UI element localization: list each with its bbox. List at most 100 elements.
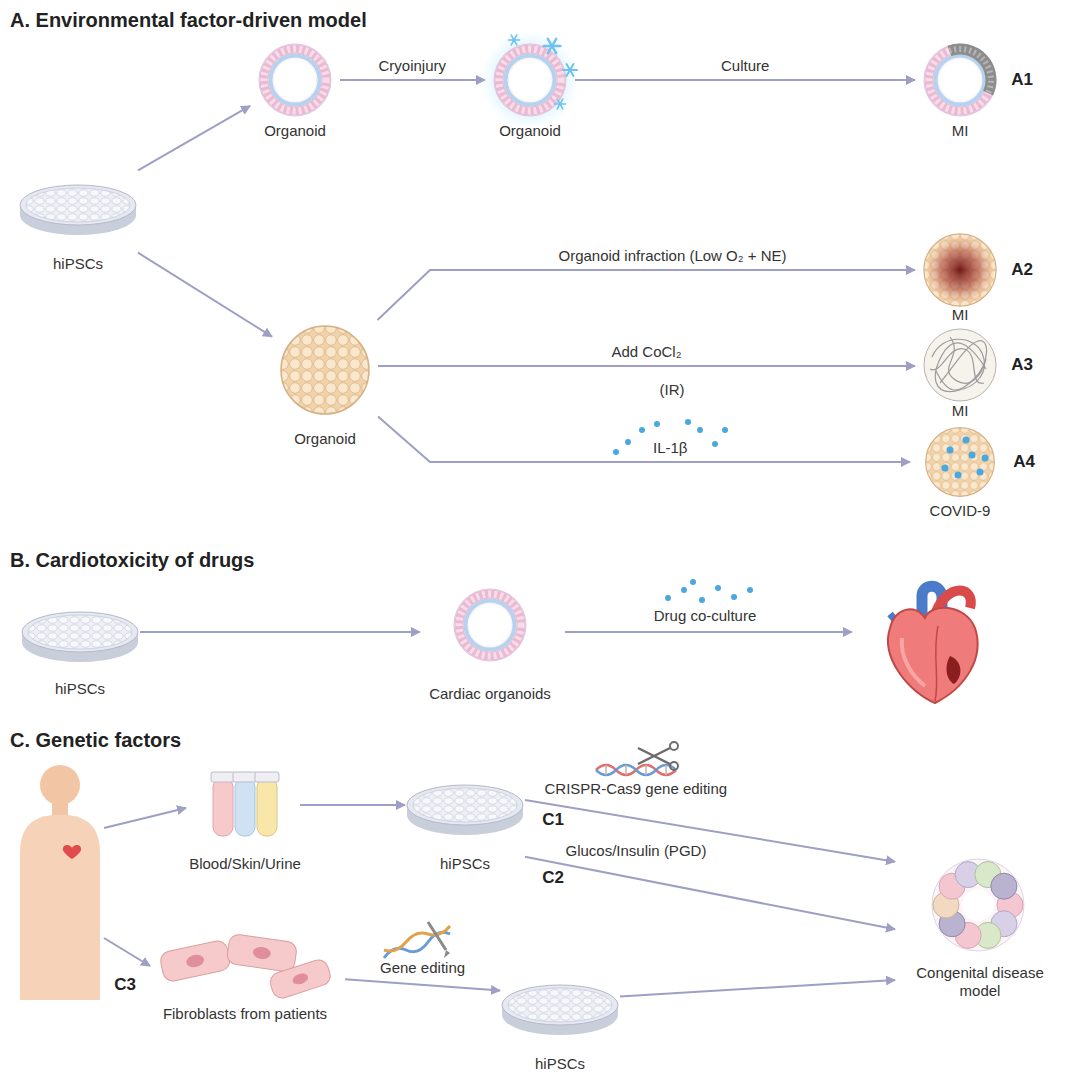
node-label: Blood/Skin/Urine <box>189 855 301 873</box>
cytokine-dots <box>712 441 718 447</box>
cytokine-dots <box>665 595 671 601</box>
crispr-icon <box>670 742 678 750</box>
person-illustration <box>104 938 150 966</box>
ipsc-dish: hiPSCs <box>405 765 525 875</box>
flow-arrow <box>575 79 915 81</box>
organoid-illustration <box>949 337 986 383</box>
cryo-organoid: Organoid <box>485 42 575 142</box>
sample-tubes <box>233 772 257 782</box>
node-label: Congenital disease model <box>895 964 1065 1000</box>
spheroid-organoid: Organoid <box>272 320 378 450</box>
sample-tubes <box>255 772 279 782</box>
node-label: Organoid <box>294 430 356 448</box>
heart-illustration <box>888 608 978 703</box>
organoid-illustration <box>554 99 565 109</box>
gene-editing-icon <box>444 950 450 958</box>
organoid-illustration <box>563 64 577 76</box>
fibroblast-cells <box>268 957 333 1000</box>
edge-label: Organoid infraction (Low O₂ + NE) <box>559 247 787 265</box>
sample-tubes <box>235 778 255 836</box>
node-label: hiPSCs <box>440 855 490 873</box>
cytokine-dots <box>697 427 703 433</box>
cytokine-dots <box>613 419 753 603</box>
sample-tubes: Blood/Skin/Urine <box>190 765 300 875</box>
cytokine-dots <box>625 439 631 445</box>
ipsc-dish: hiPSCs <box>18 150 138 275</box>
ir-organoid: MI <box>915 328 1005 422</box>
cardiac-organoid: Cardiac organoids <box>420 580 560 705</box>
node-label: MI <box>952 306 969 324</box>
flow-arrow <box>620 980 895 996</box>
heart-illustration <box>947 656 961 684</box>
section-heading: C. Genetic factors <box>10 728 181 752</box>
drug-arrow <box>565 632 852 633</box>
gene-editing-icon <box>384 932 450 958</box>
organoid-illustration <box>494 44 566 116</box>
gene-editing-icon <box>428 922 446 950</box>
disease-organoid: Congenital disease model <box>895 852 1065 1002</box>
organoid-illustration <box>977 469 984 476</box>
organoid-illustration <box>281 326 369 414</box>
dish-illustration <box>20 185 618 1035</box>
edge-label: CRISPR-Cas9 gene editing <box>545 780 728 798</box>
flow-arrow <box>378 365 915 367</box>
fibroblast-cells <box>268 957 333 1000</box>
node-label: Organoid <box>264 122 326 140</box>
fibroblast-cells: Fibroblasts from patients <box>145 930 345 1025</box>
organoid-illustration <box>969 452 976 459</box>
ring-organoid: Organoid <box>250 42 340 142</box>
cytokine-dots <box>747 587 753 593</box>
organoid-illustration <box>982 455 989 462</box>
person-illustration <box>20 815 100 1000</box>
section-heading: A. Environmental factor-driven model <box>10 8 367 32</box>
flow-arrow <box>525 800 895 862</box>
flow-arrow <box>378 416 910 462</box>
organoid-illustration <box>926 236 994 304</box>
drug-arrow <box>565 631 852 633</box>
sample-tubes <box>211 772 235 782</box>
flow-arrow <box>138 106 250 170</box>
node-label: Fibroblasts from patients <box>163 1005 327 1023</box>
crispr-icon <box>638 748 670 764</box>
cytokine-dots <box>654 421 660 427</box>
cytokine-dots <box>731 594 737 600</box>
organoid-illustration <box>949 49 991 93</box>
cytokine-dots <box>715 585 721 591</box>
organoid-illustration <box>949 49 991 93</box>
dish-illustration <box>22 612 138 662</box>
callout-number: A1 <box>1011 70 1033 90</box>
dish-illustration <box>20 185 136 235</box>
person-illustration <box>63 845 81 859</box>
callout-number: A3 <box>1011 355 1033 375</box>
callout-number: C1 <box>542 810 564 830</box>
cytokine-dots <box>613 449 619 455</box>
edge-label: Gene editing <box>380 959 465 977</box>
edge-label: Add CoCl₂ <box>612 343 682 361</box>
edge-label: Cryoinjury <box>379 57 447 75</box>
fibroblast-cells <box>226 933 298 972</box>
node-label: COVID-9 <box>930 502 991 520</box>
fibroblast-cells <box>159 939 232 982</box>
organoid-illustration <box>955 472 962 479</box>
fibroblast-cells <box>185 953 205 968</box>
disease-organoid <box>991 873 1017 899</box>
arrow-label: Drug co-culture <box>654 607 757 625</box>
fibroblast-cells <box>226 933 298 972</box>
sample-tubes <box>211 772 279 836</box>
fibroblast-cells <box>291 972 309 986</box>
organoid-illustration <box>963 437 970 444</box>
node-label: MI <box>952 402 969 420</box>
organoid-illustration <box>508 35 519 45</box>
cytokine-dots <box>722 427 728 433</box>
organoid-illustration <box>930 349 984 384</box>
cytokine-dots <box>681 587 687 593</box>
organoid-illustration <box>259 44 331 116</box>
disease-organoid <box>932 859 1024 951</box>
organoid-illustration <box>259 30 996 661</box>
cytokine-dots <box>685 419 691 425</box>
flow-arrow <box>345 979 500 990</box>
node-label: hiPSCs <box>53 255 103 273</box>
